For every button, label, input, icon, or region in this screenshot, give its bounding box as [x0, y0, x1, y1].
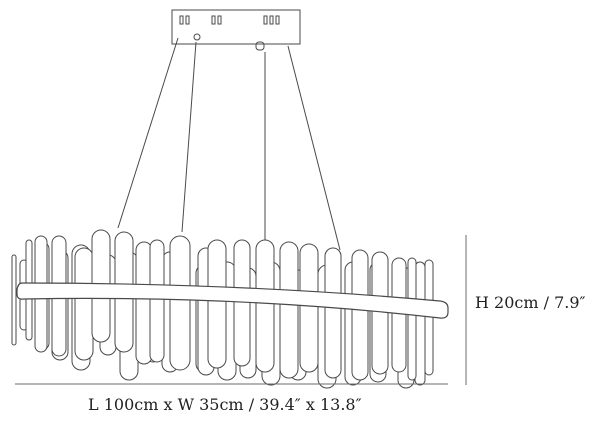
- ceiling-canopy: [171, 9, 301, 51]
- crystal-rod: [74, 247, 94, 361]
- crystal-rod: [299, 243, 319, 373]
- height-dimension-label: H 20cm / 7.9″: [475, 293, 586, 312]
- crystal-rod: [207, 239, 227, 369]
- crystal-rod: [351, 249, 369, 381]
- crystal-rod: [391, 257, 407, 373]
- suspension-wires: [117, 37, 341, 251]
- crystal-rod: [279, 241, 299, 379]
- crystal-rod: [407, 257, 417, 381]
- crystal-rod: [255, 239, 275, 373]
- crystal-rod: [371, 251, 389, 375]
- crystal-rod: [149, 239, 165, 363]
- crystal-rod: [324, 247, 342, 379]
- crystal-rod: [11, 254, 17, 346]
- ring-band: [16, 282, 449, 319]
- size-dimension-label: L 100cm x W 35cm / 39.4″ x 13.8″: [88, 395, 362, 414]
- crystal-rod: [233, 239, 251, 367]
- crystal-rod: [169, 235, 191, 371]
